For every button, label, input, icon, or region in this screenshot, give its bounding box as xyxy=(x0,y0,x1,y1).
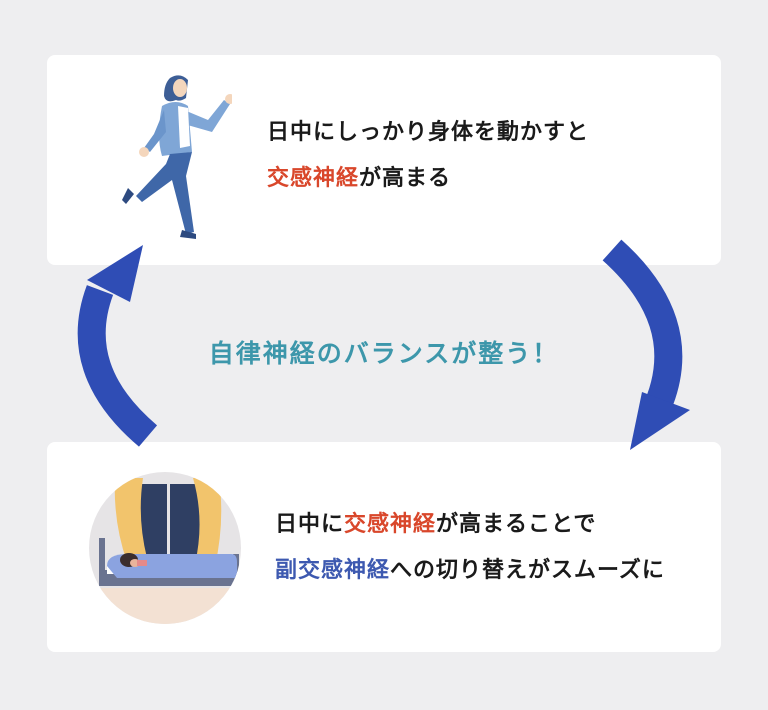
sleeping-person-icon xyxy=(89,472,241,624)
sleep-transition-card: 日中に交感神経が高まることで 副交感神経への切り替えがスムーズに xyxy=(47,442,721,652)
sympathetic-nerve-highlight: 交感神経 xyxy=(267,166,360,191)
daytime-line-2: 交感神経が高まる xyxy=(267,166,452,191)
running-person-icon xyxy=(122,75,232,239)
autonomic-balance-message: 自律神経のバランスが整う！ xyxy=(208,339,560,368)
sympathetic-nerve-highlight: 交感神経 xyxy=(344,512,437,537)
daytime-activity-card: 日中にしっかり身体を動かすと 交感神経が高まる xyxy=(47,55,721,265)
daytime-activity-text: 日中にしっかり身体を動かすと 交感神経が高まる xyxy=(267,110,589,202)
sleep-line-2: 副交感神経への切り替えがスムーズに xyxy=(275,558,665,583)
sleep-transition-text: 日中に交感神経が高まることで 副交感神経への切り替えがスムーズに xyxy=(275,502,665,594)
sleep-line-1: 日中に交感神経が高まることで xyxy=(275,512,597,537)
parasympathetic-nerve-highlight: 副交感神経 xyxy=(275,558,391,583)
daytime-line-1: 日中にしっかり身体を動かすと xyxy=(267,120,590,145)
